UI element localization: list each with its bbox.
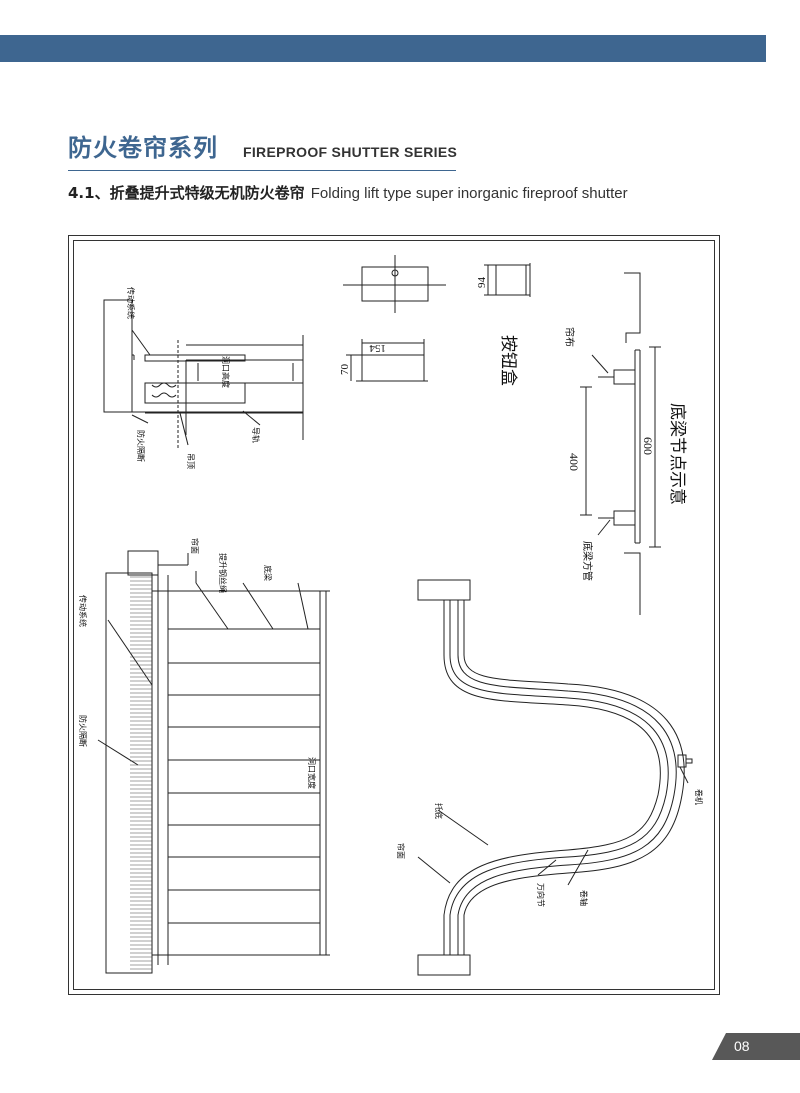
elevation-fire-partition-label: 防火隔断 [78,715,88,747]
fire-partition-label: 防火隔断 [136,430,146,462]
curtain-face-label: 帘面 [190,538,200,554]
elevation-view-labels: 帘面 提升钢丝绳 底梁 传动系统 防火隔断 洞口宽度 [78,538,317,789]
plan-view [417,579,693,976]
bottom-beam-label: 底梁 [263,565,273,581]
series-title-zh: 防火卷帘系列 [68,134,218,162]
bottom-tray-label: 托底 [434,803,444,819]
plan-view-labels: 托底 帘面 万向节 卷轴 卷机 [396,789,704,907]
button-box-depth-dim: 94 [476,277,488,289]
universal-joint-label: 万向节 [536,883,546,907]
button-box-labels: 154 70 94 按钮盒 [339,277,518,387]
reel-machine-label: 卷机 [694,789,704,805]
technical-drawing: 传动系统 防火隔断 吊顶 导轨 洞口高度 154 70 94 按钮盒 [68,235,720,995]
elevation-drive-system-label: 传动系统 [78,595,88,627]
outer-dim-label: 600 [641,437,655,455]
inner-dim-label: 400 [567,453,581,471]
drive-system-label: 传动系统 [126,287,136,319]
page-number: 08 [734,1038,750,1054]
section-number: 4.1、 [68,184,110,202]
guide-rail-label: 导轨 [251,427,261,443]
page-number-tab: 08 [712,1033,800,1060]
bottom-beam-node-title: 底梁节点示意 [667,403,687,505]
elevation-view [97,550,330,974]
section-title-en: Folding lift type super inorganic firepr… [310,185,628,202]
button-box-height-dim: 70 [339,364,351,376]
title-underline [68,170,456,171]
ceiling-label: 吊顶 [186,453,195,469]
reel-shaft-label: 卷轴 [579,890,589,906]
button-box-width-dim: 154 [369,342,386,354]
bottom-beam-node-labels: 帘布 底梁方管 400 600 底梁节点示意 [563,327,687,581]
section-title-zh: 折叠提升式特级无机防火卷帘 [109,184,305,202]
elevation-slats [168,628,320,924]
button-box-drawing [343,255,531,382]
plan-curtain-face-label: 帘面 [396,843,406,859]
opening-width-label: 洞口宽度 [307,757,317,789]
elevation-hatch [130,576,152,970]
section-title: 4.1、折叠提升式特级无机防火卷帘 Folding lift type supe… [68,182,628,203]
header-bar [0,35,766,62]
series-title-en: FIREPROOF SHUTTER SERIES [243,144,458,160]
opening-height-label: 洞口高度 [221,356,231,388]
page-tab-shape [712,1033,800,1060]
lifting-rope-label: 提升钢丝绳 [218,553,228,593]
section-view-labels: 传动系统 防火隔断 吊顶 导轨 洞口高度 [126,287,261,469]
drawing-inner-frame [73,240,715,990]
bottom-beam-node-drawing [580,272,661,615]
curtain-cloth-label: 帘布 [563,327,576,347]
square-tube-label: 底梁方管 [581,541,594,581]
drawing-outer-frame [68,235,720,995]
button-box-title: 按钮盒 [498,335,518,386]
section-view [103,299,304,450]
